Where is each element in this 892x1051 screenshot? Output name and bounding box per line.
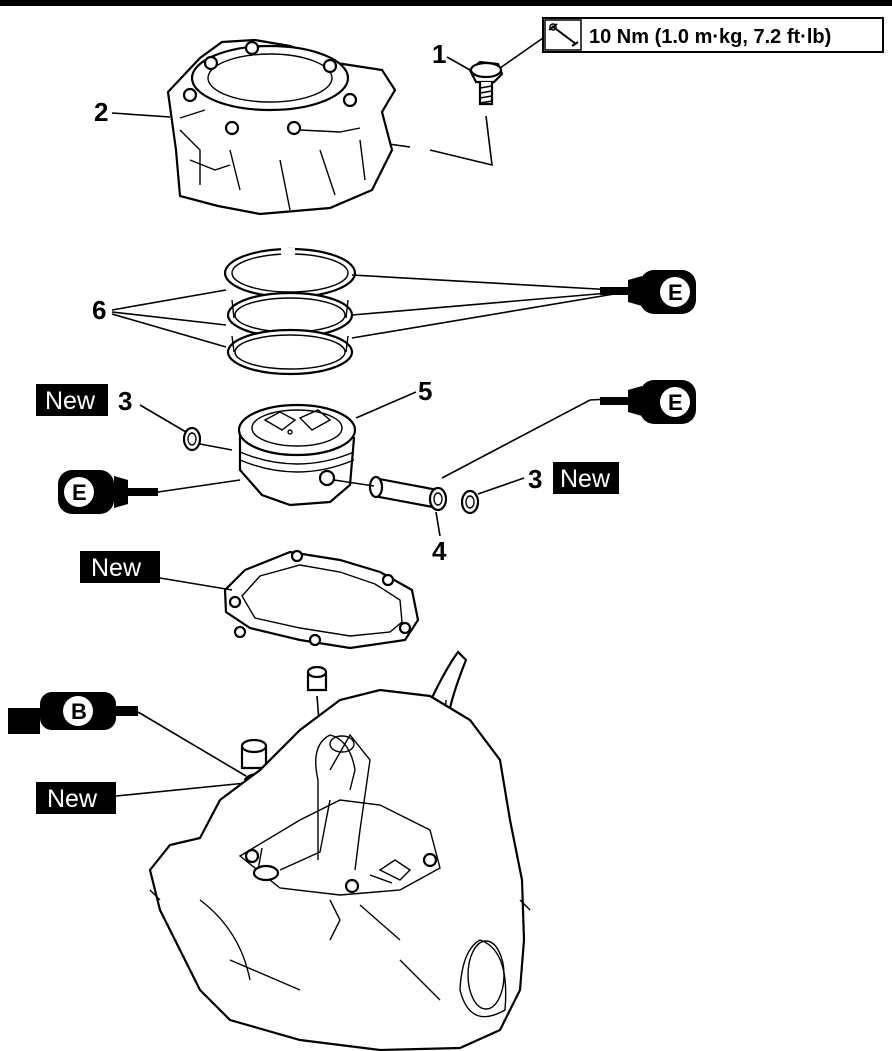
callout-pin: 4 [432,536,447,566]
bolt [468,60,504,106]
lube-letter-pin: E [668,390,683,415]
piston [237,403,357,507]
callout-cylinder: 2 [94,97,108,127]
new-badge-gasket: New [80,551,160,583]
new-label-oring: New [47,785,98,813]
piston-pin [368,475,448,512]
new-label-clip-right: New [560,465,611,493]
top-border [0,0,892,6]
callout-bolt: 1 [432,39,446,69]
torque-leader [499,37,544,69]
lube-letter-piston: E [72,480,87,505]
callout-piston: 5 [418,376,432,406]
new-badge-clip-right: New [553,462,619,494]
new-badge-clip-left: New [36,384,108,416]
clip-right [460,489,480,515]
new-badge-oring: New [36,782,116,814]
crankcase [148,688,531,1051]
new-label-clip-left: New [45,387,96,415]
engine-oil-icon-rings: E [600,270,696,314]
callout-rings: 6 [92,295,106,325]
torque-text: 10 Nm (1.0 m·kg, 7.2 ft·lb) [589,26,831,48]
callout-clip-right: 3 [528,464,542,494]
base-gasket [223,549,420,650]
callout-clip-left: 3 [118,386,132,416]
lube-letter-rings: E [668,280,683,305]
grease-icon: B [8,692,138,734]
new-label-gasket: New [91,554,142,582]
clip-left [182,426,202,452]
cylinder [166,38,397,216]
lube-letter-grease: B [71,699,87,724]
dowel-top [306,665,328,692]
wrench-icon [544,19,582,51]
engine-oil-icon-piston: E [58,470,158,514]
dowel-left [240,738,268,770]
engine-oil-icon-pin: E [600,380,696,424]
piston-rings [223,247,357,376]
torque-spec: 10 Nm (1.0 m·kg, 7.2 ft·lb) [542,17,884,53]
